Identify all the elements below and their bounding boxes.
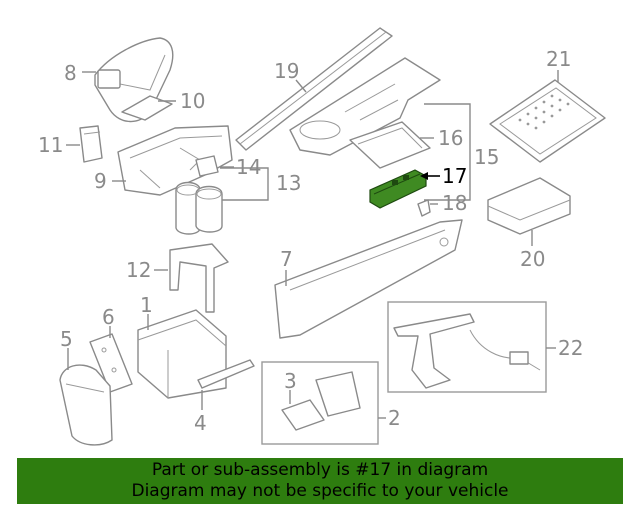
part-3-bracket[interactable] <box>281 371 361 431</box>
part-11-cover[interactable] <box>79 125 103 163</box>
callout-22: 22 <box>558 336 583 360</box>
part-19-trim-strip[interactable] <box>235 27 393 151</box>
callout-14: 14 <box>236 155 261 179</box>
part-16-tray[interactable] <box>349 121 431 169</box>
callout-15: 15 <box>474 145 499 169</box>
callout-18: 18 <box>442 191 467 215</box>
part-18-screw[interactable] <box>417 199 431 217</box>
arrowhead-17 <box>420 172 428 180</box>
callout-6: 6 <box>102 305 115 329</box>
banner-line-2: Diagram may not be specific to your vehi… <box>131 481 509 501</box>
callout-12: 12 <box>126 258 151 282</box>
part-4-strip[interactable] <box>197 359 255 389</box>
part-6-mount-bracket[interactable] <box>89 333 133 393</box>
part-1-console-frame[interactable] <box>137 309 227 399</box>
banner-line-1: Part or sub-assembly is #17 in diagram <box>151 460 489 480</box>
callout-9: 9 <box>94 169 107 193</box>
part-22-shifter-assembly[interactable] <box>393 313 541 389</box>
part-20-module[interactable] <box>487 177 571 235</box>
leader-15 <box>424 103 471 201</box>
callout-7: 7 <box>280 247 293 271</box>
callout-1: 1 <box>140 293 153 317</box>
part-15-upper-panel[interactable] <box>289 57 441 156</box>
callout-3: 3 <box>284 369 297 393</box>
leader-19 <box>295 79 307 93</box>
callout-8: 8 <box>64 61 77 85</box>
callout-21: 21 <box>546 47 571 71</box>
callout-10: 10 <box>180 89 205 113</box>
part-12-bracket[interactable] <box>169 243 229 313</box>
part-17-switch-highlighted[interactable] <box>369 169 427 209</box>
part-21-mat[interactable] <box>489 79 606 163</box>
subassembly-frame-22 <box>387 301 547 393</box>
part-10-armrest-pad[interactable] <box>121 95 173 121</box>
callout-11: 11 <box>38 133 63 157</box>
callout-19: 19 <box>274 59 299 83</box>
subassembly-frame-2 <box>261 361 379 445</box>
vehicle-fit-notice-banner: Part or sub-assembly is #17 in diagram D… <box>17 458 623 504</box>
callout-2: 2 <box>388 406 401 430</box>
exploded-parts-diagram: 8 10 11 9 14 13 19 <box>38 27 606 446</box>
callout-16: 16 <box>438 126 463 150</box>
part-13-cup-holder[interactable] <box>175 181 223 235</box>
callout-4: 4 <box>194 411 207 435</box>
part-14-clip[interactable] <box>195 155 219 177</box>
part-7-side-panel[interactable] <box>274 219 463 339</box>
callout-20: 20 <box>520 247 545 271</box>
callout-17: 17 <box>442 164 467 188</box>
callout-5: 5 <box>60 327 73 351</box>
leader-13 <box>220 167 269 201</box>
callout-13: 13 <box>276 171 301 195</box>
